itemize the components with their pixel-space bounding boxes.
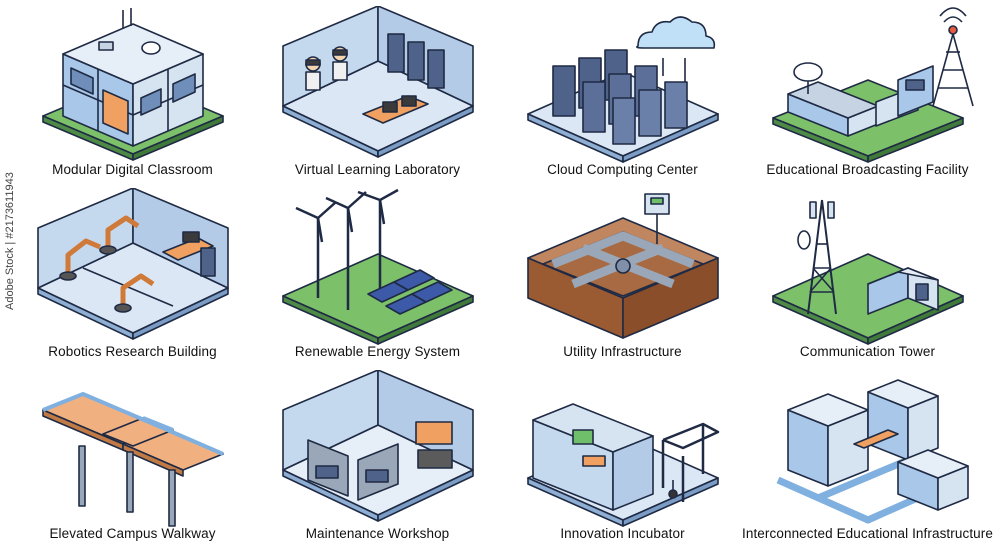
tile-interconnected-educational-infrastructure[interactable]: Interconnected Educational Infrastructur… — [742, 370, 993, 552]
icon-grid: Modular Digital Classroom — [10, 6, 993, 554]
tile-caption: Interconnected Educational Infrastructur… — [742, 526, 993, 541]
tile-maintenance-workshop[interactable]: Maintenance Workshop — [255, 370, 500, 552]
cell-tower-icon — [771, 199, 964, 345]
tile-caption: Innovation Incubator — [560, 526, 685, 541]
broadcast-facility-icon — [771, 7, 974, 163]
tile-caption: Renewable Energy System — [294, 344, 461, 359]
tile-caption: Robotics Research Building — [48, 344, 217, 359]
wind-solar-icon — [281, 188, 474, 345]
tile-caption: Maintenance Workshop — [305, 526, 450, 541]
cloud-server-icon — [526, 16, 719, 163]
tile-utility-infrastructure[interactable]: Utility Infrastructure — [500, 188, 745, 370]
incubator-building-icon — [526, 403, 719, 527]
skywalk-icon — [41, 392, 224, 527]
garage-workshop-icon — [281, 370, 474, 522]
tile-caption: Educational Broadcasting Facility — [766, 162, 969, 177]
tile-caption: Elevated Campus Walkway — [49, 526, 216, 541]
tile-caption: Virtual Learning Laboratory — [294, 162, 461, 177]
tile-caption: Cloud Computing Center — [547, 162, 698, 177]
tile-communication-tower[interactable]: Communication Tower — [745, 188, 990, 370]
tile-robotics-research-building[interactable]: Robotics Research Building — [10, 188, 255, 370]
tile-virtual-learning-laboratory[interactable]: Virtual Learning Laboratory — [255, 6, 500, 188]
modular-classroom-icon — [41, 8, 224, 161]
vr-laboratory-icon — [281, 6, 474, 158]
tile-educational-broadcasting-facility[interactable]: Educational Broadcasting Facility — [745, 6, 990, 188]
tile-caption: Communication Tower — [799, 344, 936, 359]
pipe-network-icon — [526, 193, 719, 339]
tile-caption: Modular Digital Classroom — [52, 162, 213, 177]
tile-cloud-computing-center[interactable]: Cloud Computing Center — [500, 6, 745, 188]
tile-caption: Utility Infrastructure — [563, 344, 682, 359]
connected-buildings-icon — [776, 379, 969, 524]
tile-innovation-incubator[interactable]: Innovation Incubator — [500, 370, 745, 552]
tile-renewable-energy-system[interactable]: Renewable Energy System — [255, 188, 500, 370]
robotic-arm-icon — [36, 188, 229, 340]
tile-modular-digital-classroom[interactable]: Modular Digital Classroom — [10, 6, 255, 188]
tile-elevated-campus-walkway[interactable]: Elevated Campus Walkway — [10, 370, 255, 552]
